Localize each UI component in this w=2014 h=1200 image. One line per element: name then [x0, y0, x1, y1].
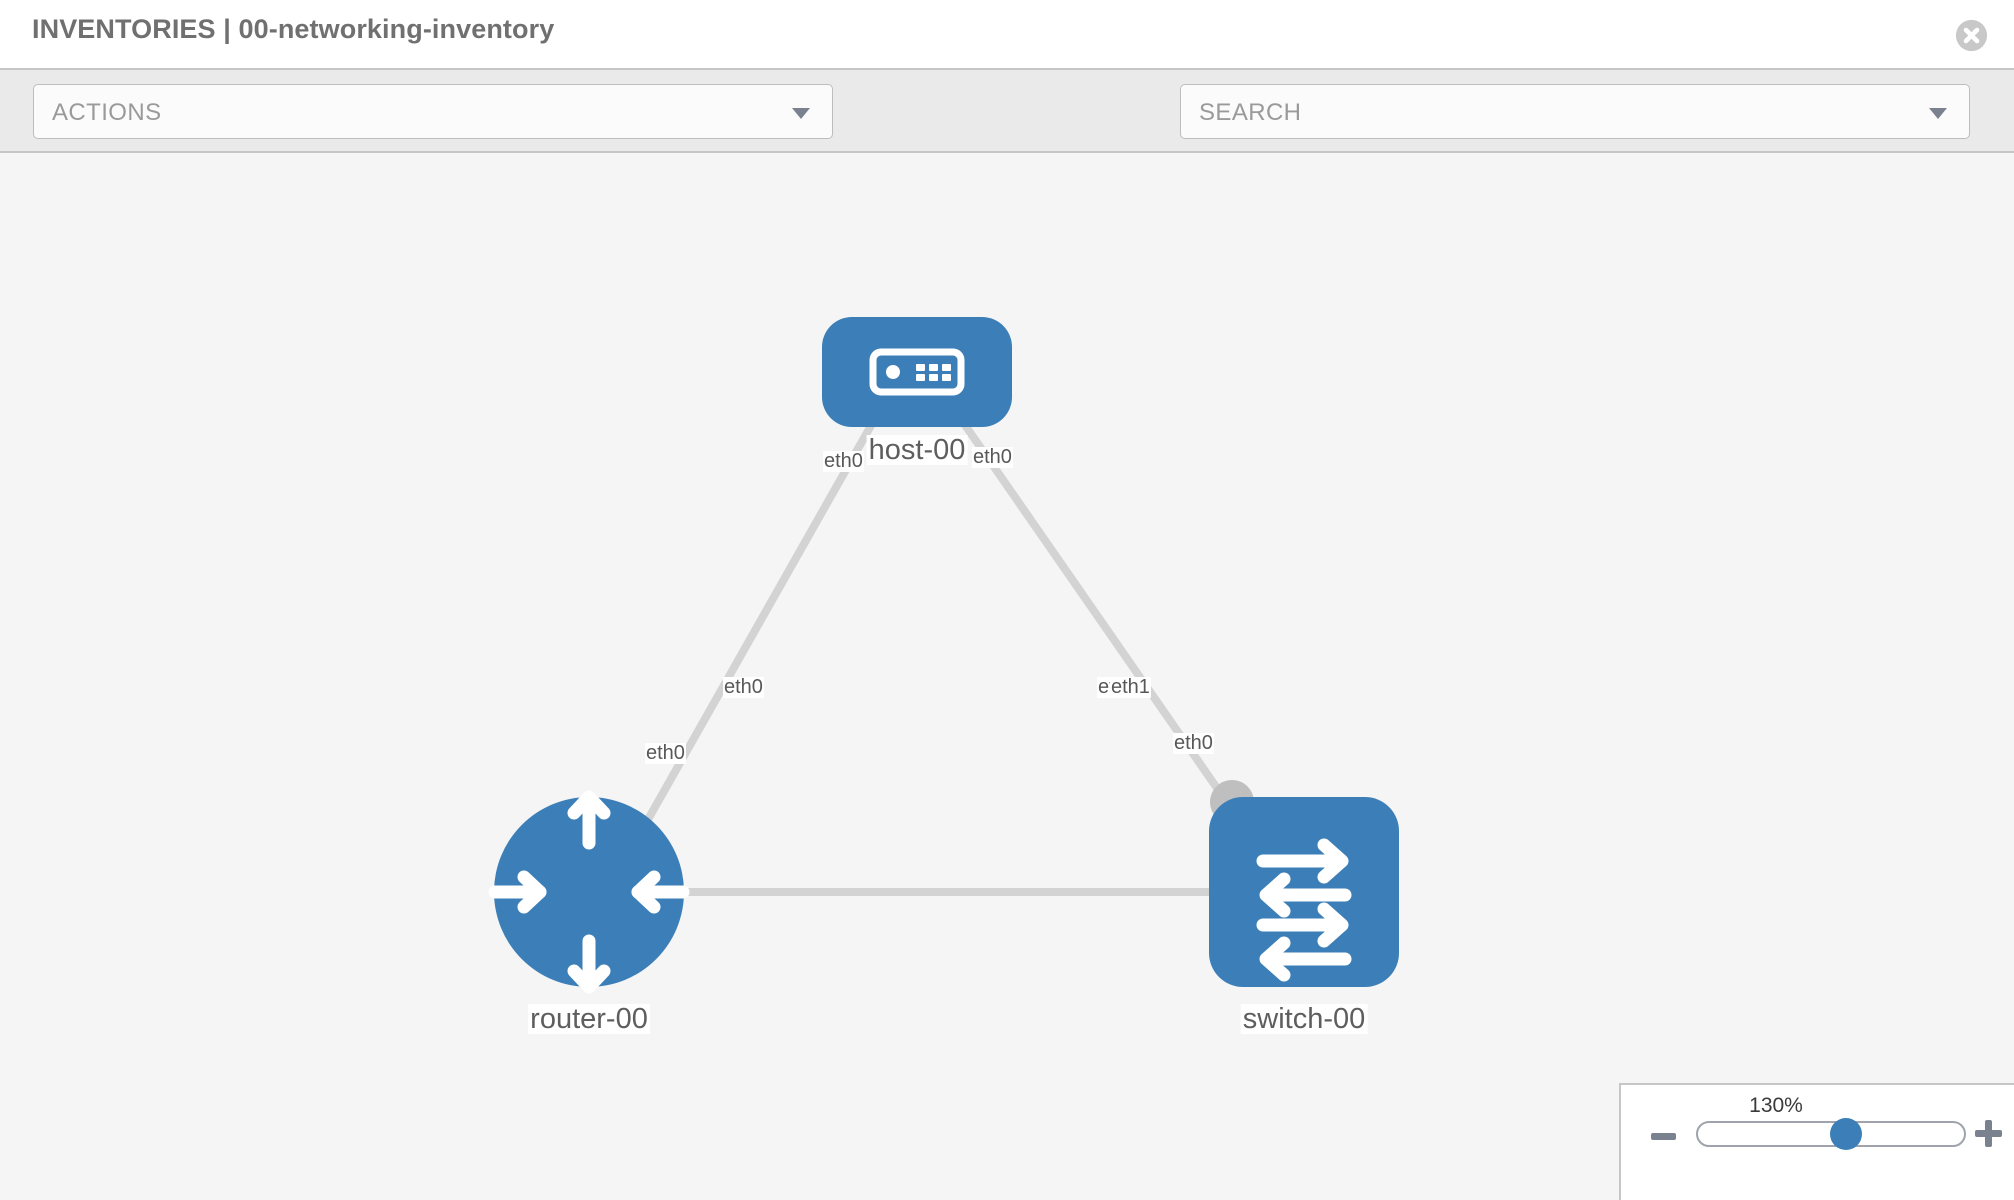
close-icon[interactable]: [1956, 20, 1987, 51]
plus-icon[interactable]: [1975, 1120, 2002, 1147]
topology-svg: [488, 317, 1399, 994]
zoom-level-value: 130%: [1749, 1094, 1803, 1117]
node-label-switch-00: switch-00: [1240, 1003, 1368, 1035]
router-arrows-icon: [488, 790, 690, 994]
node-host-00[interactable]: [822, 317, 1012, 427]
switch-arrows-icon: [1256, 838, 1352, 982]
page-header: INVENTORIES | 00-networking-inventory: [0, 0, 2014, 68]
node-label-host-00: host-00: [866, 434, 968, 466]
search-input[interactable]: SEARCH: [1180, 84, 1970, 139]
port-label-switch00-eth1: eth1: [1110, 676, 1151, 698]
port-label-router00-eth0-uplink: eth0: [645, 742, 686, 764]
port-label-host00-eth0-right: eth0: [972, 446, 1013, 468]
actions-dropdown-label: ACTIONS: [52, 99, 162, 126]
actions-dropdown[interactable]: ACTIONS: [33, 84, 833, 139]
topology-links: [625, 412, 1266, 896]
zoom-slider-thumb[interactable]: [1830, 1118, 1862, 1150]
chevron-down-icon: [792, 108, 810, 119]
port-label-host00-eth0-left: eth0: [823, 450, 864, 472]
page-title: INVENTORIES | 00-networking-inventory: [32, 14, 555, 44]
link-host00-switch00[interactable]: [954, 412, 1266, 856]
search-placeholder: SEARCH: [1199, 99, 1302, 126]
topology-canvas[interactable]: host-00 router-00 switch-00 eth0 eth0 et…: [0, 153, 2014, 1200]
port-label-router00-eth0: eth0: [723, 676, 764, 698]
zoom-control-panel: 130%: [1619, 1083, 2014, 1200]
node-label-router-00: router-00: [528, 1003, 650, 1035]
server-icon: [869, 348, 965, 396]
node-router-00[interactable]: [488, 790, 690, 994]
chevron-down-icon: [1929, 108, 1947, 119]
toolbar: ACTIONS: [0, 68, 2014, 195]
port-label-switch00-eth0-uplink: eth0: [1173, 732, 1214, 754]
link-host00-router00[interactable]: [625, 413, 881, 855]
minus-icon[interactable]: [1651, 1133, 1676, 1140]
node-switch-00[interactable]: [1209, 797, 1399, 987]
